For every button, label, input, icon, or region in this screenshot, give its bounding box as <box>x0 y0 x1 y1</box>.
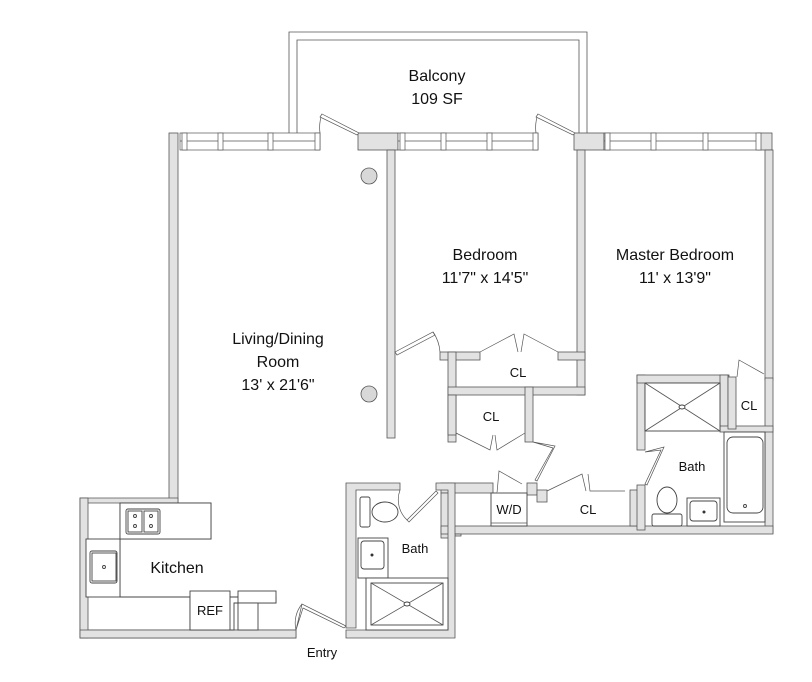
balcony-label: Balcony <box>409 68 466 85</box>
washer-dryer <box>490 470 528 527</box>
hall-closet-label: CL <box>483 409 500 424</box>
living-dimensions: 13' x 21'6" <box>241 377 314 394</box>
column <box>360 385 378 403</box>
master-bedroom-dimensions: 11' x 13'9" <box>639 270 711 287</box>
balcony <box>288 31 588 133</box>
living-label-1: Living/Dining <box>232 331 324 348</box>
kitchen-label: Kitchen <box>150 560 203 577</box>
master-closet <box>727 359 765 430</box>
balcony-door-living[interactable] <box>319 113 360 136</box>
bedroom-label: Bedroom <box>453 247 518 264</box>
hall-door[interactable] <box>532 441 556 482</box>
hall-closet <box>447 394 526 451</box>
living-label-2: Room <box>257 354 300 371</box>
ref-label: REF <box>197 603 223 618</box>
balcony-area: 109 SF <box>411 91 463 108</box>
balcony-door-bedroom[interactable] <box>535 113 576 136</box>
right-wall-lower <box>764 377 774 534</box>
window-mullions <box>181 132 762 151</box>
hall-closet-2 <box>546 473 641 527</box>
master-bath <box>636 374 774 531</box>
top-wall <box>179 132 773 151</box>
bedroom-dimensions: 11'7" x 14'5" <box>442 270 529 287</box>
master-bedroom-label: Master Bedroom <box>616 247 734 264</box>
kitchen <box>79 497 297 639</box>
right-wall-upper <box>764 149 774 381</box>
entry-door[interactable] <box>294 603 347 631</box>
column <box>360 167 378 185</box>
main-bath-label: Bath <box>402 541 429 556</box>
bedroom-closet <box>439 333 586 443</box>
lower-hall-wall <box>440 482 774 539</box>
living-left-wall <box>168 132 179 504</box>
entry-label: Entry <box>307 645 338 660</box>
master-bath-label: Bath <box>679 459 706 474</box>
wd-label: W/D <box>496 502 521 517</box>
living-bedroom-wall <box>386 149 396 439</box>
hall-closet-2-label: CL <box>580 502 597 517</box>
bedroom-door[interactable] <box>394 331 441 356</box>
bedroom-closet-label: CL <box>510 365 527 380</box>
master-closet-label: CL <box>741 398 758 413</box>
main-bath <box>345 482 456 639</box>
